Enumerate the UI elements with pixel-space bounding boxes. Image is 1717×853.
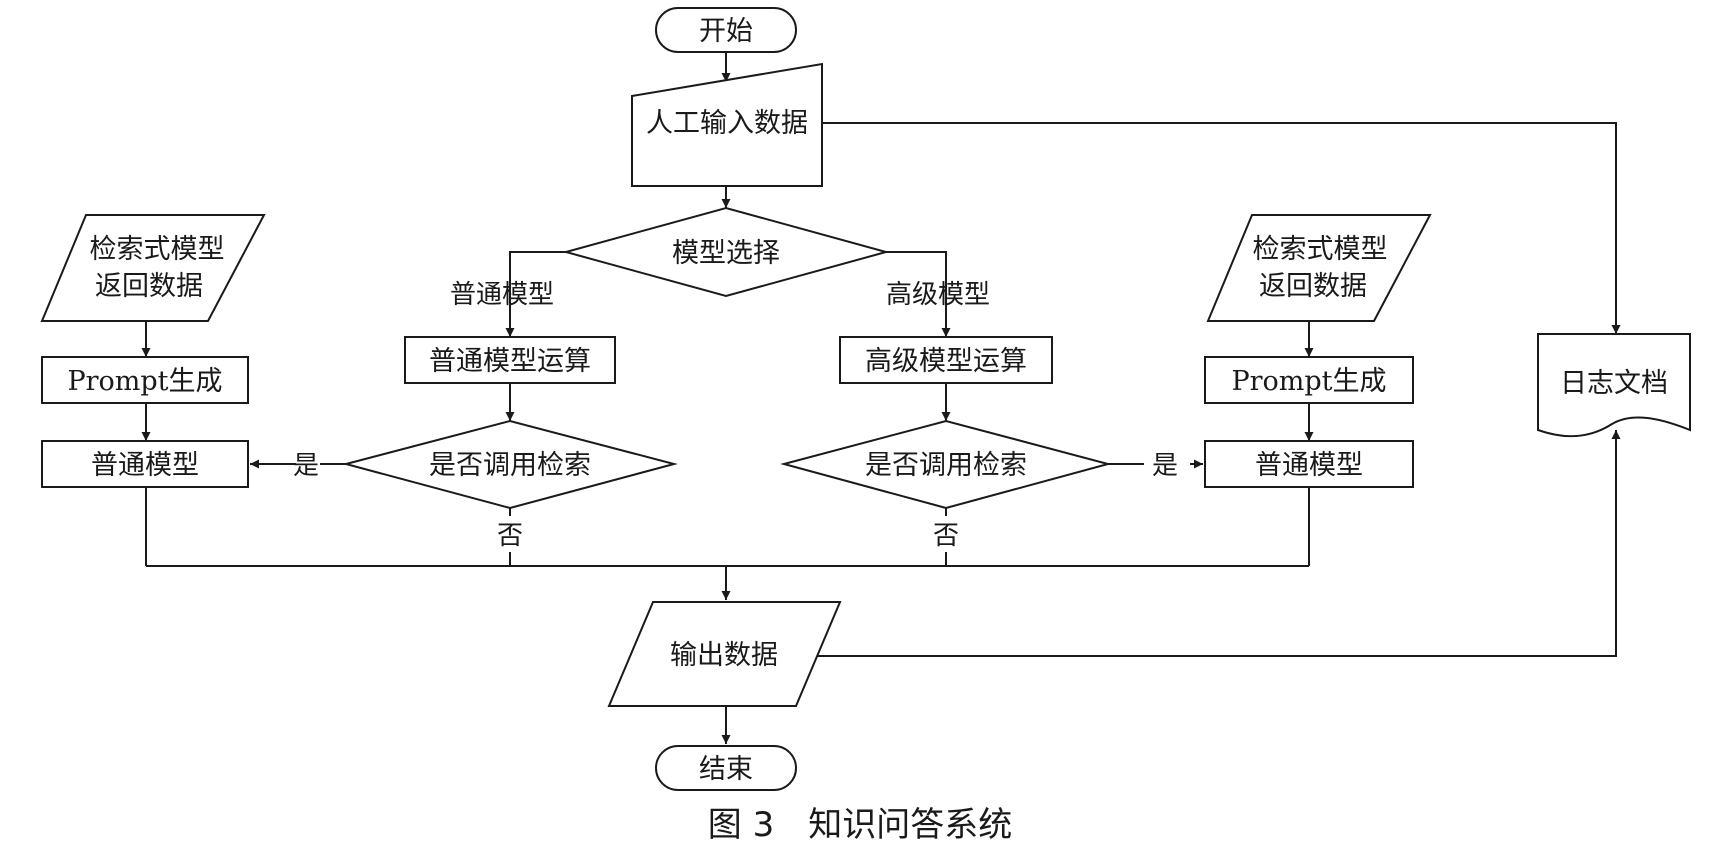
retrieval-return-left-line2: 返回数据 bbox=[95, 271, 203, 302]
normal-model-right-label: 普通模型 bbox=[1255, 450, 1363, 481]
retrieve-check-right-label: 是否调用检索 bbox=[865, 450, 1027, 481]
retrieval-return-right-line1: 检索式模型 bbox=[1253, 234, 1388, 265]
advanced-branch-label: 高级模型 bbox=[886, 280, 990, 310]
edge-output-to-log bbox=[812, 430, 1621, 657]
retrieve-check-left-label: 是否调用检索 bbox=[429, 450, 591, 481]
start-label: 开始 bbox=[699, 16, 753, 47]
manual-input-node: 人工输入数据 bbox=[631, 62, 823, 187]
retrieval-return-right-line2: 返回数据 bbox=[1259, 271, 1367, 302]
advanced-compute-label: 高级模型运算 bbox=[865, 346, 1027, 377]
output-node: 输出数据 bbox=[607, 601, 842, 707]
normal-compute-node: 普通模型运算 bbox=[404, 336, 616, 384]
normal-model-right-node: 普通模型 bbox=[1204, 440, 1414, 488]
retrieval-return-left-line1: 检索式模型 bbox=[90, 234, 225, 265]
start-terminator: 开始 bbox=[655, 7, 797, 53]
normal-branch-label: 普通模型 bbox=[450, 280, 554, 310]
log-label: 日志文档 bbox=[1560, 368, 1668, 399]
retrieval-return-right-node: 检索式模型 返回数据 bbox=[1206, 214, 1432, 322]
model-select-label: 模型选择 bbox=[672, 238, 780, 269]
yes-right-label: 是 bbox=[1152, 451, 1178, 481]
figure-caption: 图 3 知识问答系统 bbox=[708, 805, 1012, 845]
edge-select-to-normal-compute bbox=[505, 251, 566, 337]
retrieve-check-left-decision: 是否调用检索 bbox=[342, 419, 678, 510]
log-document-node: 日志文档 bbox=[1537, 333, 1691, 438]
manual-input-label: 人工输入数据 bbox=[646, 108, 808, 139]
normal-model-left-node: 普通模型 bbox=[41, 440, 249, 488]
prompt-right-label: Prompt生成 bbox=[1231, 366, 1386, 397]
prompt-left-label: Prompt生成 bbox=[67, 366, 222, 397]
end-terminator: 结束 bbox=[655, 745, 797, 791]
no-left-label: 否 bbox=[497, 521, 523, 551]
retrieval-return-left-node: 检索式模型 返回数据 bbox=[40, 214, 266, 322]
end-label: 结束 bbox=[699, 754, 753, 785]
output-label: 输出数据 bbox=[670, 640, 778, 671]
connectors bbox=[141, 52, 1621, 744]
edge-select-to-advanced-compute bbox=[886, 251, 951, 337]
prompt-right-node: Prompt生成 bbox=[1204, 356, 1414, 404]
advanced-compute-node: 高级模型运算 bbox=[839, 336, 1053, 384]
no-right-label: 否 bbox=[933, 521, 959, 551]
normal-model-left-label: 普通模型 bbox=[91, 450, 199, 481]
retrieve-check-right-decision: 是否调用检索 bbox=[780, 419, 1112, 510]
prompt-left-node: Prompt生成 bbox=[41, 356, 249, 404]
edge-input-to-log bbox=[822, 122, 1621, 334]
normal-compute-label: 普通模型运算 bbox=[429, 346, 591, 377]
model-select-decision: 模型选择 bbox=[562, 206, 890, 298]
yes-left-label: 是 bbox=[293, 451, 319, 481]
